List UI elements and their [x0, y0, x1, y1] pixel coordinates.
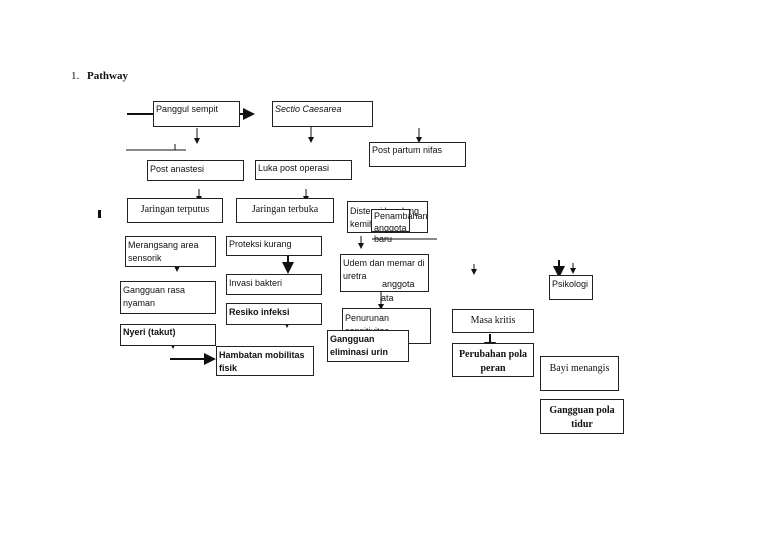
node-udem-dan-memar-label: Udem dan memar di uretra: [343, 258, 425, 282]
node-proteksi-kurang-label: Proteksi kurang: [229, 239, 292, 249]
node-resiko-infeksi-label: Resiko infeksi: [229, 307, 290, 317]
node-penambahan-anggota-baru: Penambahan anggota baru: [371, 209, 428, 244]
node-gangguan-eliminasi-urin-label: Gangguan eliminasi urin: [330, 334, 389, 358]
node-sectio-caesarea-label: Sectio Caesarea: [275, 104, 342, 114]
node-nyeri-takut-label: Nyeri (takut): [123, 327, 176, 337]
section-heading: 1. Pathway: [71, 70, 128, 82]
node-penambahan-anggota-baru-label: Penambahan anggota baru: [374, 211, 428, 245]
node-luka-post-operasi: Luka post operasi: [255, 160, 352, 180]
node-panggul-sempit: Panggul sempit: [153, 101, 240, 127]
node-post-anastesi: Post anastesi: [147, 160, 244, 181]
node-invasi-bakteri-label: Invasi bakteri: [229, 278, 283, 288]
node-gangguan-pola-tidur: Gangguan pola tidur: [540, 399, 624, 434]
stray-text-ata: ata: [381, 292, 394, 305]
node-perubahan-pola-peran-label: Perubahan pola peran: [458, 349, 528, 374]
node-post-partum-nifas: Post partum nifas: [369, 142, 466, 167]
node-jaringan-terputus: Jaringan terputus: [127, 198, 223, 223]
node-gangguan-pola-tidur-label: Gangguan pola tidur: [549, 405, 615, 430]
node-hambatan-mobilitas-fisik: Hambatan mobilitas fisik: [216, 346, 314, 376]
node-invasi-bakteri: Invasi bakteri: [226, 274, 322, 295]
node-post-partum-nifas-label: Post partum nifas: [372, 145, 443, 155]
section-number: 1.: [71, 70, 80, 82]
node-psikologi-label: Psikologi: [552, 279, 589, 289]
stray-anggota-label: anggota: [382, 279, 415, 289]
node-luka-post-operasi-label: Luka post operasi: [258, 163, 330, 173]
node-gangguan-rasa-nyaman-label: Gangguan rasa nyaman: [123, 285, 186, 309]
node-bayi-menangis-label: Bayi menangis: [549, 363, 610, 374]
node-masa-kritis: Masa kritis: [452, 309, 534, 333]
node-merangsang-area-sensorik: Merangsang area sensorik: [125, 236, 216, 267]
node-jaringan-terbuka: Jaringan terbuka: [236, 198, 334, 223]
node-perubahan-pola-peran: Perubahan pola peran: [452, 343, 534, 377]
margin-mark: [98, 210, 101, 218]
node-masa-kritis-label: Masa kritis: [470, 315, 516, 326]
stray-ata-label: ata: [381, 293, 394, 303]
node-sectio-caesarea: Sectio Caesarea: [272, 101, 373, 127]
node-psikologi: Psikologi: [549, 275, 593, 300]
section-title: Pathway: [87, 70, 128, 82]
node-resiko-infeksi: Resiko infeksi: [226, 303, 322, 325]
node-merangsang-area-sensorik-label: Merangsang area sensorik: [128, 240, 199, 264]
stray-text-anggota: anggota: [382, 278, 415, 291]
node-jaringan-terputus-label: Jaringan terputus: [140, 204, 210, 215]
node-hambatan-mobilitas-fisik-label: Hambatan mobilitas fisik: [219, 350, 305, 374]
node-post-anastesi-label: Post anastesi: [150, 164, 205, 174]
node-jaringan-terbuka-label: Jaringan terbuka: [251, 204, 319, 215]
node-panggul-sempit-label: Panggul sempit: [156, 104, 219, 114]
node-proteksi-kurang: Proteksi kurang: [226, 236, 322, 256]
node-gangguan-eliminasi-urin: Gangguan eliminasi urin: [327, 330, 409, 362]
node-bayi-menangis: Bayi menangis: [540, 356, 619, 391]
node-nyeri-takut: Nyeri (takut): [120, 324, 216, 346]
node-gangguan-rasa-nyaman: Gangguan rasa nyaman: [120, 281, 216, 314]
node-udem-dan-memar: Udem dan memar di uretra: [340, 254, 429, 292]
